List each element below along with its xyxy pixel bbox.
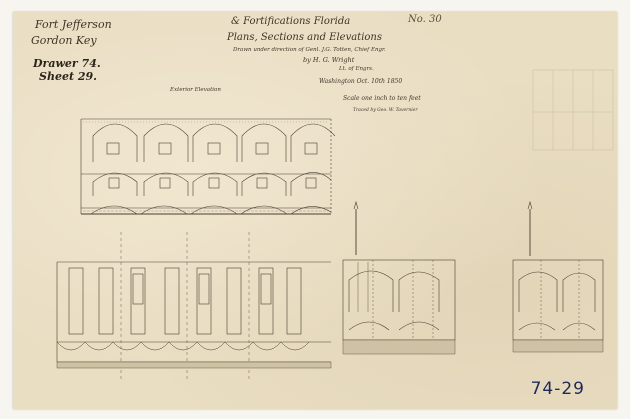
exterior-elevation <box>80 118 336 215</box>
scale-line: Scale one inch to ten feet <box>343 95 421 102</box>
title-line-1: & Fortifications Florida <box>231 16 351 27</box>
title-line-4: by H. G. Wright <box>303 56 355 64</box>
technical-drawing <box>56 69 614 382</box>
drawer-label: Drawer 74. <box>33 57 101 70</box>
title-line-3: Drawn under direction of Genl. J.G. Tott… <box>233 47 386 53</box>
catalog-number: 74-29 <box>530 379 585 399</box>
date-line: Washington Oct. 10th 1850 <box>319 78 403 85</box>
lower-arch-row <box>92 172 332 196</box>
upper-arch-row <box>92 123 336 162</box>
plan-sections <box>56 232 332 382</box>
title-line-2: Plans, Sections and Elevations <box>227 32 382 43</box>
section-drawing-middle <box>342 200 456 355</box>
title-line-5: Lt. of Engrs. <box>339 66 374 72</box>
sheet-label: Sheet 29. <box>39 70 97 83</box>
drawing-sheet: Fort Jefferson Gordon Key Drawer 74. She… <box>13 12 617 409</box>
location-line-2: Gordon Key <box>31 34 97 47</box>
exterior-elevation-label: Exterior Elevation <box>170 87 221 93</box>
corner-number: No. 30 <box>408 14 442 25</box>
section-drawing-right <box>512 200 604 353</box>
foundation-arches <box>90 205 332 215</box>
tracer-line: Traced by Geo. W. Tavernier <box>353 108 418 113</box>
location-line-1: Fort Jefferson <box>35 18 112 31</box>
